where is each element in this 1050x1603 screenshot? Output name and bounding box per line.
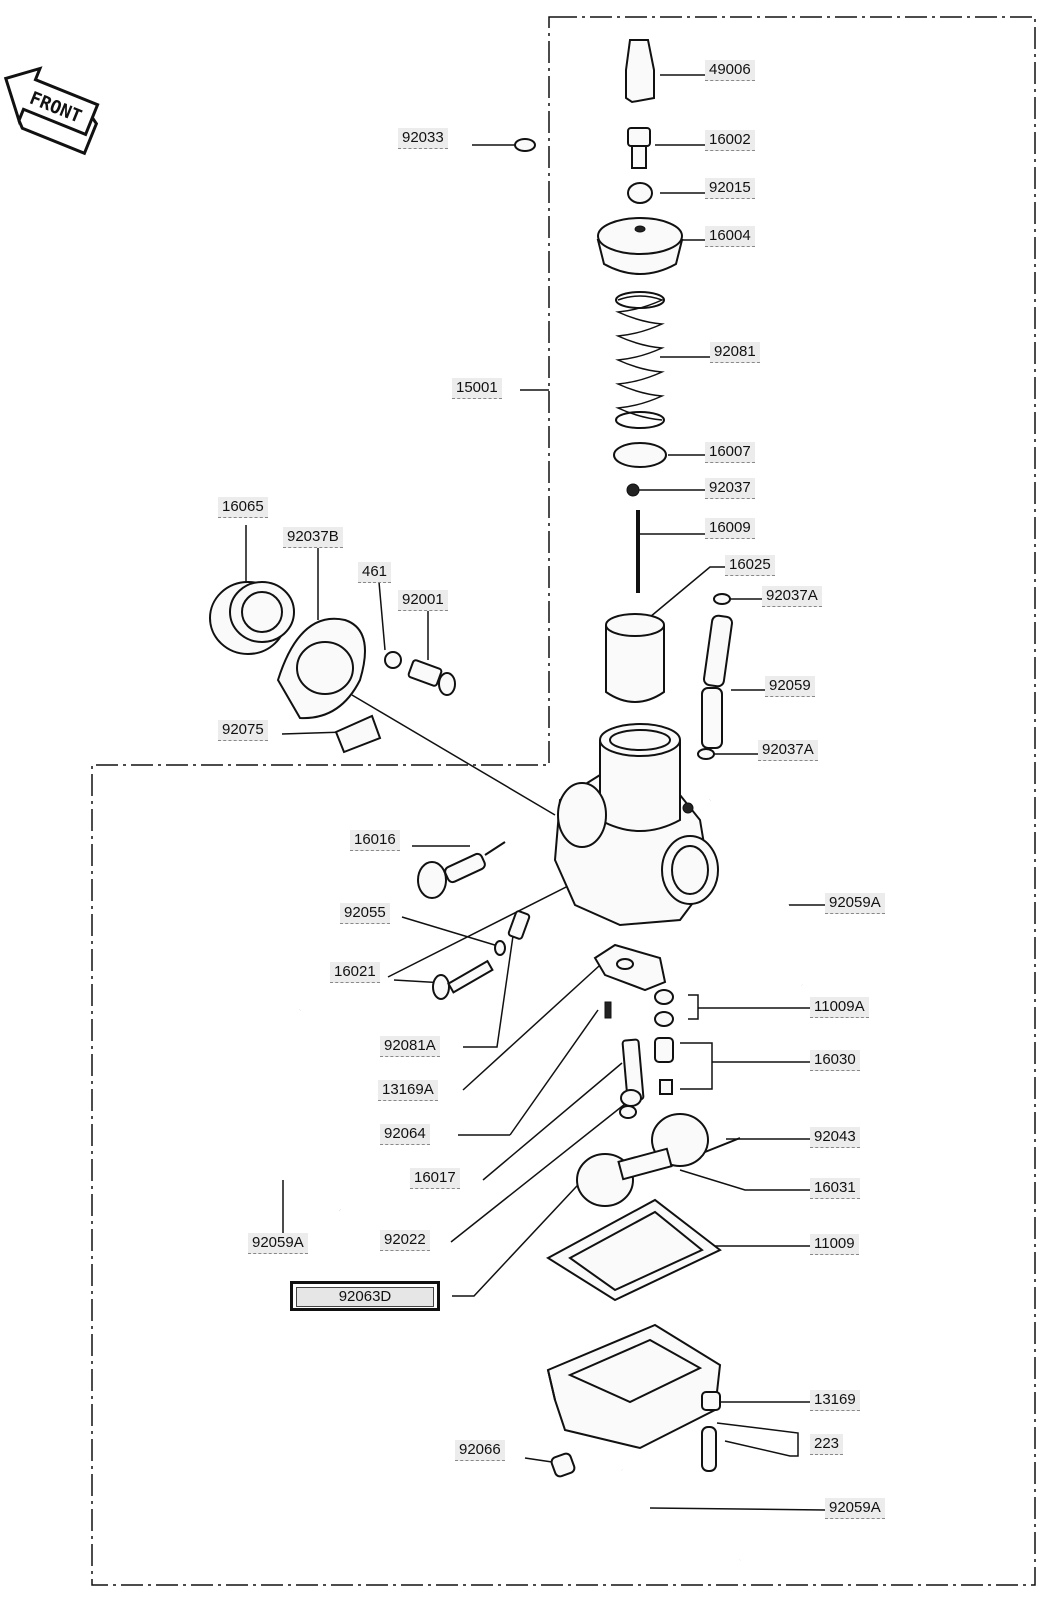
label-16030: 16030 [810, 1050, 860, 1071]
label-92063D-boxed: 92063D [290, 1281, 440, 1311]
label-92066: 92066 [455, 1440, 505, 1461]
label-16025: 16025 [725, 555, 775, 576]
label-11009A: 11009A [810, 997, 869, 1018]
label-16004: 16004 [705, 226, 755, 247]
part-16002-adjuster [627, 127, 651, 169]
part-223-oring [701, 1426, 717, 1472]
part-92064-pin [604, 1001, 612, 1019]
part-carburetor-body [553, 723, 719, 927]
part-92037A-clip-bottom [697, 748, 715, 760]
label-92033: 92033 [398, 128, 448, 149]
part-49006-cap [625, 39, 655, 104]
label-92001: 92001 [398, 590, 448, 611]
part-16030-float-valve [654, 1037, 674, 1095]
part-16021-air-screw [432, 959, 494, 1000]
part-11009A-washers [654, 989, 674, 1027]
label-16017: 16017 [410, 1168, 460, 1189]
part-92075-block [334, 714, 382, 754]
label-92055: 92055 [340, 903, 390, 924]
label-16002: 16002 [705, 130, 755, 151]
part-92037A-clip-top [713, 593, 731, 605]
label-92037A-bottom: 92037A [758, 740, 818, 761]
part-16031-float [576, 1113, 709, 1207]
label-92059A-left: 92059A [248, 1233, 308, 1254]
part-92081A-spring [507, 910, 531, 940]
assembly-boundary [91, 16, 1036, 1586]
label-92081A: 92081A [380, 1036, 440, 1057]
part-16017-main-jet [620, 1038, 645, 1107]
label-16021: 16021 [330, 962, 380, 983]
part-92043-float-pin [704, 1137, 741, 1153]
label-13169A: 13169A [378, 1080, 438, 1101]
label-92037B: 92037B [283, 527, 343, 548]
label-92059: 92059 [765, 676, 815, 697]
part-16025-throttle-valve [605, 613, 665, 703]
label-92063D: 92063D [296, 1287, 434, 1307]
part-92081-spring [615, 291, 665, 429]
part-92037-clip [626, 483, 640, 497]
part-461-oring [384, 651, 402, 669]
part-13169-drain-plug [701, 1391, 721, 1411]
label-92043: 92043 [810, 1127, 860, 1148]
label-461: 461 [358, 562, 392, 583]
part-16007-plate [613, 442, 667, 468]
part-16065-intake-rubber [209, 581, 295, 655]
part-float-bowl [546, 1323, 722, 1450]
part-16004-top-cap [596, 217, 684, 275]
part-92015-nut [627, 182, 653, 204]
part-92059A-tube-right [709, 796, 804, 986]
part-92033-clip [514, 138, 536, 152]
part-92037B-gasket [276, 617, 366, 720]
label-13169: 13169 [810, 1390, 860, 1411]
label-92059A-right: 92059A [825, 893, 885, 914]
part-92022-washer [619, 1105, 637, 1119]
label-16016: 16016 [350, 830, 400, 851]
part-92055-ring [494, 940, 506, 956]
label-92059A-bottom: 92059A [825, 1498, 885, 1519]
label-92037: 92037 [705, 478, 755, 499]
label-16007: 16007 [705, 442, 755, 463]
part-92001-bolt [407, 659, 456, 696]
label-92075: 92075 [218, 720, 268, 741]
label-92064: 92064 [380, 1124, 430, 1145]
label-16009: 16009 [705, 518, 755, 539]
label-92081: 92081 [710, 342, 760, 363]
label-92015: 92015 [705, 178, 755, 199]
label-49006: 49006 [705, 60, 755, 81]
label-92037A-top: 92037A [762, 586, 822, 607]
label-11009: 11009 [810, 1234, 859, 1255]
label-92022: 92022 [380, 1230, 430, 1251]
part-16016-starter-plunger [417, 841, 506, 899]
label-223: 223 [810, 1434, 844, 1455]
label-16065: 16065 [218, 497, 268, 518]
part-92059-tube-short [701, 614, 733, 749]
part-92059A-tube-left [271, 1008, 342, 1212]
front-arrow-icon: FRONT [3, 66, 100, 156]
part-13169A-plate [593, 943, 667, 992]
part-92066-screw [550, 1452, 576, 1478]
label-16031: 16031 [810, 1178, 860, 1199]
part-92059A-tube-bottom [620, 1469, 741, 1563]
part-11009-gasket [546, 1198, 722, 1302]
label-15001: 15001 [452, 378, 502, 399]
